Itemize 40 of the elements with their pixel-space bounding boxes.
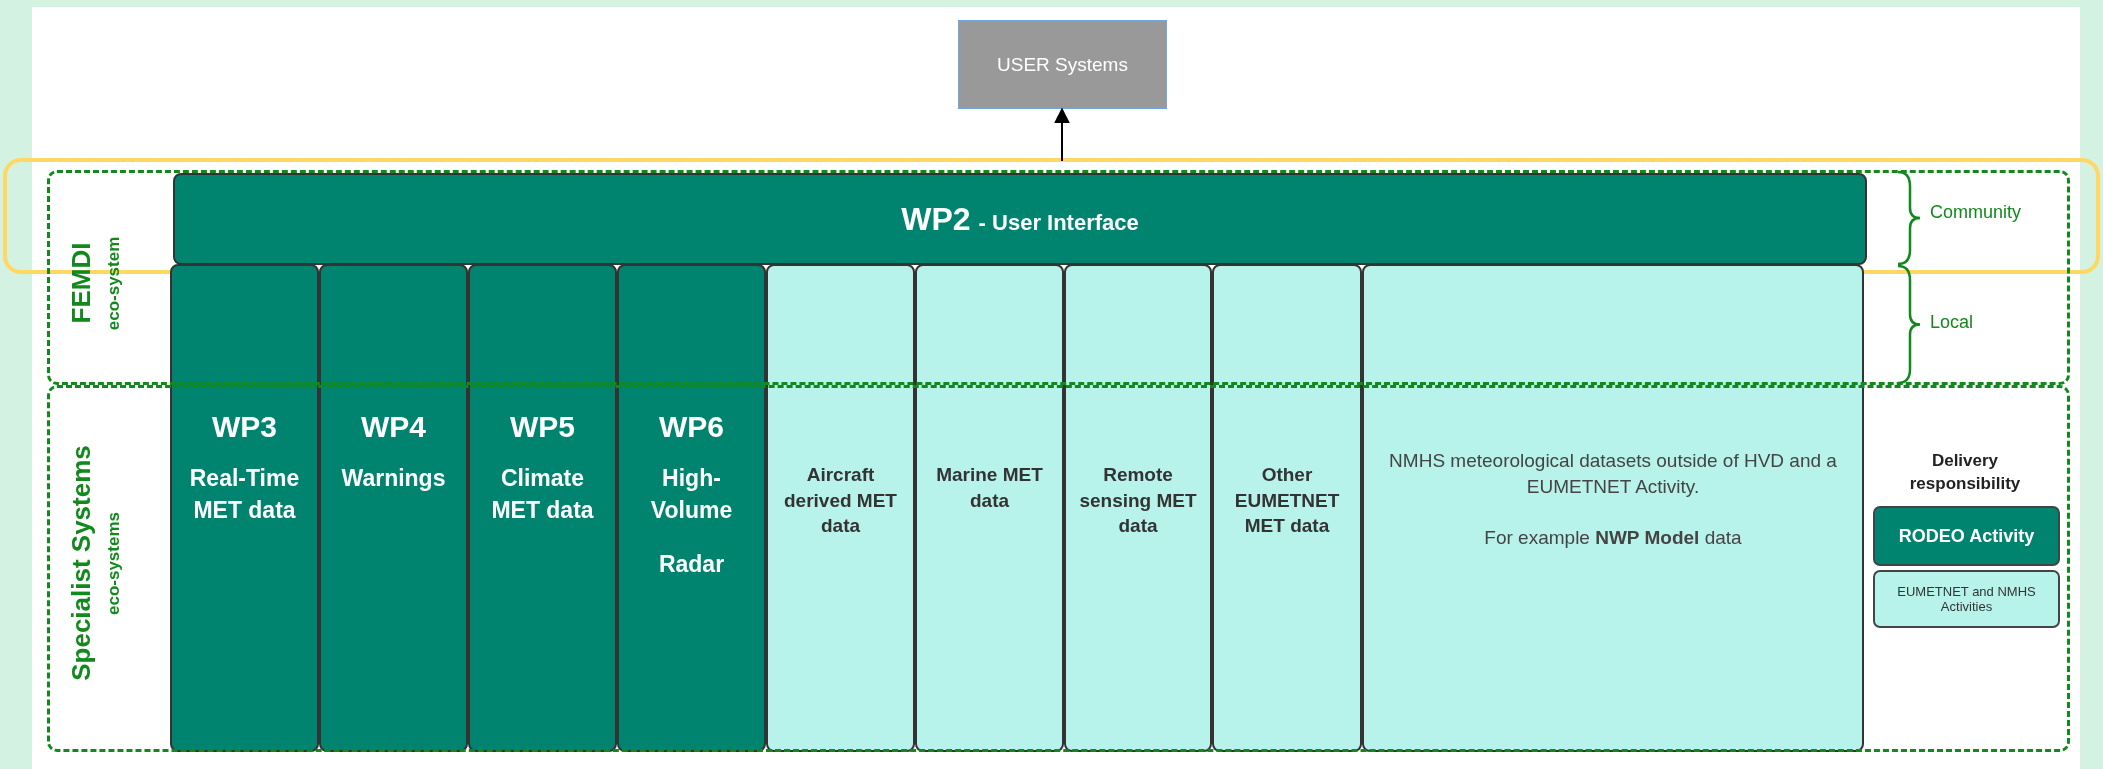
column-text: Aircraft derived MET data xyxy=(783,463,898,539)
ecosystem-title: Specialist Systems xyxy=(68,444,94,683)
work-package-column xyxy=(170,264,319,752)
data-column xyxy=(915,264,1064,752)
ecosystem-frame xyxy=(47,170,2070,385)
work-package-column xyxy=(319,264,468,752)
data-column xyxy=(1362,264,1864,752)
legend-key: EUMETNET and NMHS Activities xyxy=(1873,570,2060,628)
column-text: Remote sensing MET data xyxy=(1078,463,1198,539)
data-column xyxy=(766,264,915,752)
data-column xyxy=(1212,264,1362,752)
legend-title: Delivery responsibility xyxy=(1908,450,2022,495)
column-text: High-Volume xyxy=(649,464,734,526)
package-heading: WP6 xyxy=(658,409,725,445)
column-text: Other EUMETNET MET data xyxy=(1233,463,1341,539)
package-heading: WP4 xyxy=(360,409,427,445)
ecosystem-subtitle: eco-system xyxy=(104,235,122,332)
scope-label: Community xyxy=(1930,201,2023,224)
interface-bar xyxy=(173,173,1867,265)
node-label: USER Systems xyxy=(997,53,1128,76)
column-text: Radar xyxy=(657,550,726,580)
column-text: Real-Time MET data xyxy=(188,464,301,526)
column-text: NMHS meteorological datasets outside of HVD and a EUMETNET Activity. xyxy=(1388,449,1838,499)
arrow xyxy=(1054,107,1070,162)
ecosystem-subtitle: eco-systems xyxy=(104,510,122,617)
data-column xyxy=(1064,264,1212,752)
system-box xyxy=(958,20,1167,109)
column-text: Marine MET data xyxy=(935,463,1044,513)
scope-label: Local xyxy=(1930,311,1975,334)
ecosystem-title: FEMDI xyxy=(68,241,94,326)
work-package-column xyxy=(468,264,617,752)
package-heading: WP3 xyxy=(211,409,278,445)
legend-key: RODEO Activity xyxy=(1873,506,2060,566)
work-package-column xyxy=(617,264,766,752)
bar-subtitle: - User Interface xyxy=(978,210,1139,236)
column-text: Warnings xyxy=(340,464,447,493)
package-heading: WP5 xyxy=(509,409,576,445)
column-text: Climate MET data xyxy=(490,464,595,526)
column-text: For example NWP Model data xyxy=(1483,526,1743,551)
bar-title: WP2 xyxy=(901,201,971,238)
